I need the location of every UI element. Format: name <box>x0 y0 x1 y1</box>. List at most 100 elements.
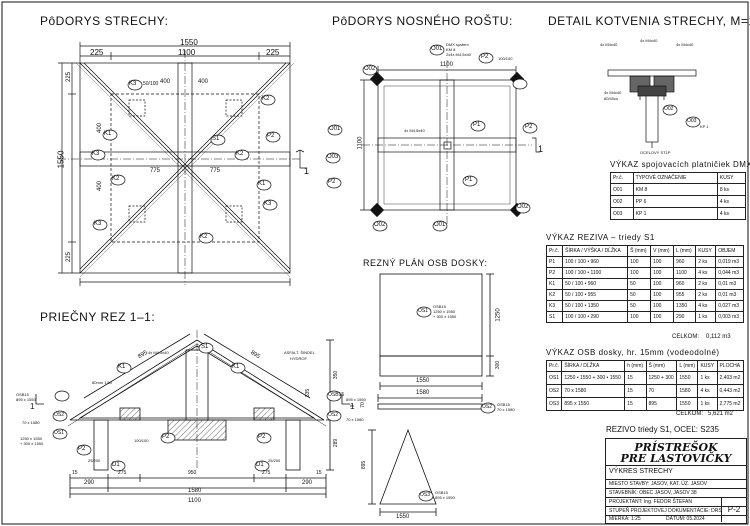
section-note-25b: 25/200 <box>268 458 281 463</box>
roof-k-size: 50/100 <box>143 81 159 87</box>
section-height-289: 289 <box>333 438 340 448</box>
frame-marker-o01a: O01 <box>431 46 443 52</box>
roof-label-k3d: K3 <box>92 151 100 157</box>
osb-sheet-os1 <box>379 273 483 357</box>
roof-dim-225-right: 225 <box>266 48 280 57</box>
anchor-note-2: 4x M4x40 <box>640 38 658 43</box>
roof-dim-total: 1550 <box>180 38 198 47</box>
section-note-100: 100/100 <box>134 438 149 443</box>
tb-line-1: MIESTO STAVBY: JASOV, KAT. ÚZ. JASOV <box>609 481 708 487</box>
frame-marker-o01b: O01 <box>329 126 341 132</box>
tb-line-2: STAVEBNÍK: OBEC JASOV, JASOV 38 <box>609 490 697 496</box>
section-mark-right: 1 <box>350 402 355 411</box>
roof-dim-400d: 400 <box>97 180 104 192</box>
osb-os2-marker: OS2 <box>482 404 493 410</box>
frame-marker-p2c: P2 <box>328 179 336 185</box>
timber-total-value: 0,112 m3 <box>706 334 731 340</box>
tb-line-4: STUPEŇ PROJEKTOVEJ DOKUMENTÁCIE: DRS <box>609 508 722 514</box>
title-cross-section: PRIEČNY REZ 1–1: <box>40 310 156 324</box>
frame-marker-o02a: O02 <box>364 66 376 72</box>
osb-total-value: 5,621 m2 <box>708 411 734 417</box>
osb-dim-1250: 1250 <box>495 308 502 322</box>
section-dim-950: 950 <box>188 470 197 476</box>
roof-label-k3c: K3 <box>264 201 272 207</box>
section-label-s1: S1 <box>201 344 209 350</box>
roof-dim-side-total: 1550 <box>56 150 66 169</box>
timber-total-label: CELKOM: <box>672 334 700 340</box>
section-note-25a: 25/200 <box>88 458 101 463</box>
osb-os3-marker: OS3 <box>420 492 431 498</box>
anchor-note-3: 4x M4x40 <box>676 42 694 47</box>
roof-dim-1100: 1100 <box>178 48 196 57</box>
frame-marker-o02c: O02 <box>517 204 529 210</box>
tb-scale: MIERKA: 1:25 <box>609 516 641 522</box>
frame-marker-o02b: O02 <box>374 222 386 228</box>
roof-label-k1a: K1 <box>104 131 112 137</box>
frame-section-mark: 1 <box>538 144 544 154</box>
frame-note-size: 100/100 <box>498 56 513 61</box>
project-name: PRÍSTREŠOK <box>634 441 718 454</box>
anchor-note-5: 80/40cu <box>604 96 619 101</box>
title-block: PRÍSTREŠOK PRE LASTOVIČKY VÝKRES STRECHY… <box>605 438 747 524</box>
osb-schedule-title: VÝKAZ OSB dosky, hr. 15mm (vodeodolné) <box>546 348 720 357</box>
section-note-os1-size: 1250 x 1550+ 300 x 1550 <box>20 436 44 446</box>
roof-section-mark: 1 <box>304 166 310 176</box>
roof-label-k2b: K2 <box>200 234 208 240</box>
frame-note-screws: 4x M4,5x40 <box>404 128 425 133</box>
section-dim-15-left: 15 <box>72 470 78 476</box>
anchor-note-6: KP 1 <box>700 124 709 129</box>
roof-label-k2c: K2 <box>112 176 120 182</box>
dmx-schedule-title: VÝKAZ spojovacích platničiek DMX <box>610 160 750 169</box>
section-label-p2a: P2 <box>162 434 170 440</box>
section-dim-290-right: 290 <box>302 480 313 486</box>
section-label-k1a: K1 <box>118 364 126 370</box>
roof-label-k1b: K1 <box>258 181 266 187</box>
section-label-p2b: P2 <box>258 434 266 440</box>
section-label-d1a: D1 <box>112 462 120 468</box>
roof-label-k2d: K2 <box>236 151 244 157</box>
steel-note: REZIVO triedy S1, OCEĽ: S235 <box>606 425 719 434</box>
title-frame-plan: PôDORYS NOSNÉHO ROŠTU: <box>332 14 513 28</box>
tb-line-3: PROJEKTANT: Ing. FEDOR ŠTEFAN <box>609 499 692 505</box>
roof-dim-400c: 400 <box>97 122 104 134</box>
frame-marker-p2a: P2 <box>481 54 489 60</box>
section-note-shingle: ASFALT. ŠINDEL <box>284 350 315 355</box>
section-note-hydrof: HYDROF. <box>290 356 308 361</box>
anchor-marker-o02: O02 <box>664 106 674 112</box>
frame-dim-side: 1100 <box>357 136 364 150</box>
section-note-os2: OS2 <box>54 412 65 418</box>
section-marker-os2b-size: 70 x 1580 <box>346 417 364 422</box>
roof-dim-side-bottom: 225 <box>66 251 73 263</box>
osb-dim-895: 895 <box>361 460 368 470</box>
frame-dim-top: 1100 <box>440 62 453 68</box>
osb-dim-70: 70 <box>359 402 366 408</box>
section-dim-15-right: 15 <box>316 470 322 476</box>
roof-label-k2a: K2 <box>262 96 270 102</box>
section-dim-275-left: 275 <box>118 470 127 476</box>
section-dim-290-left: 290 <box>84 480 95 486</box>
section-marker-os3b: OSB15 <box>328 392 345 398</box>
tb-date: DÁTUM: 05.2024 <box>666 516 705 522</box>
section-dim-1580: 1580 <box>188 488 202 494</box>
osb-total-label: CELKOM: <box>676 411 704 417</box>
frame-marker-p1b: P1 <box>465 177 473 183</box>
section-label-k1b: K1 <box>232 364 240 370</box>
roof-label-k3a: K3 <box>129 81 137 87</box>
anchor-note-7: OCELOVÝ STĹP <box>640 150 671 155</box>
anchor-note-4: 4x M4x40 <box>604 90 622 95</box>
anchor-note-1: 4x M4x40 <box>600 42 618 47</box>
